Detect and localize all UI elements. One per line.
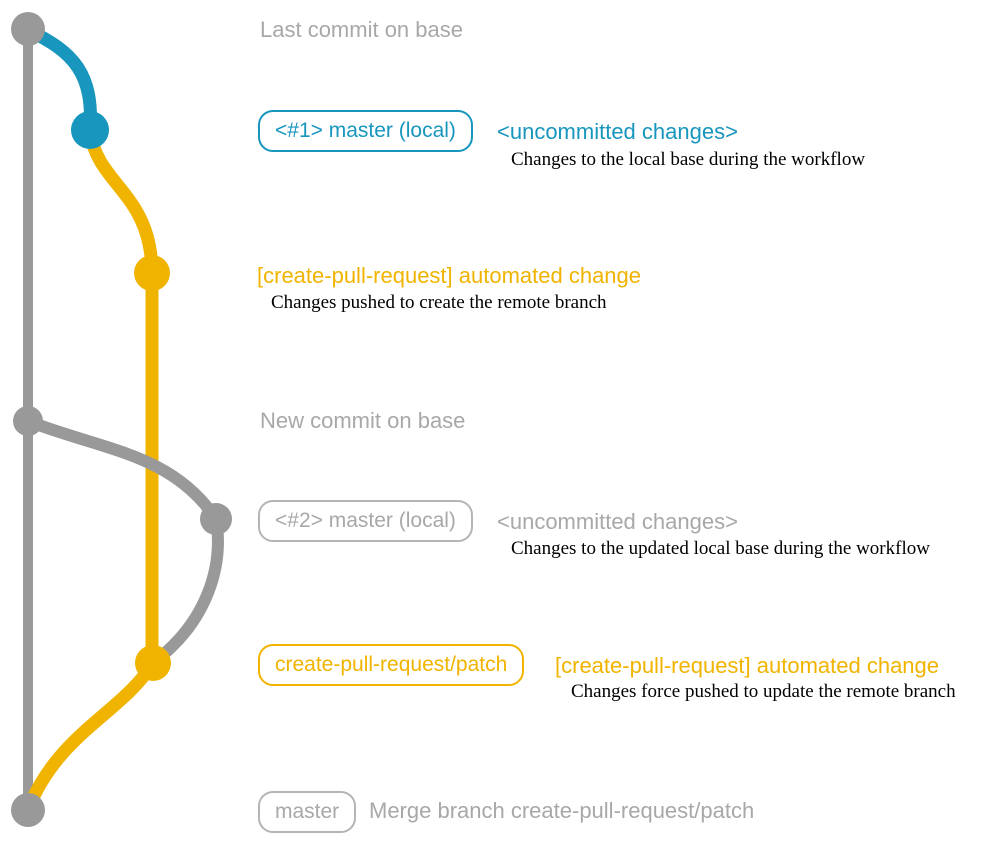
- branch-label-master-local-1: <#1> master (local): [258, 110, 473, 152]
- commit-description-automated-2: Changes force pushed to update the remot…: [571, 681, 956, 702]
- commit-dot-automated-change-2: [135, 645, 171, 681]
- commit-description-automated-1: Changes pushed to create the remote bran…: [271, 292, 607, 313]
- uncommitted-branch-curve-2: [22, 415, 222, 525]
- last-commit-heading: Last commit on base: [260, 17, 463, 42]
- branch-label-master: master: [258, 791, 357, 833]
- commit-graph: [11, 12, 232, 827]
- branch-label-master-local-2: <#2> master (local): [258, 500, 473, 542]
- commit-dot-uncommitted-1: [71, 111, 109, 149]
- commit-description-uncommitted-1: Changes to the local base during the wor…: [511, 149, 866, 170]
- commit-dot-new-commit-on-base: [13, 406, 43, 436]
- commit-dot-merge: [11, 793, 45, 827]
- branch-label-patch: create-pull-request/patch: [258, 644, 525, 686]
- commit-message-uncommitted-2: <uncommitted changes>: [497, 509, 738, 534]
- commit-dot-automated-change-1: [134, 255, 170, 291]
- commit-description-uncommitted-2: Changes to the updated local base during…: [511, 538, 930, 559]
- commit-dot-uncommitted-2: [200, 503, 232, 535]
- new-commit-heading: New commit on base: [260, 408, 466, 433]
- commit-message-automated-2: [create-pull-request] automated change: [555, 653, 940, 678]
- commit-message-automated-1: [create-pull-request] automated change: [257, 263, 642, 288]
- commit-dot-last-commit-on-base: [11, 12, 45, 46]
- commit-message-uncommitted-1: <uncommitted changes>: [497, 119, 738, 144]
- rebase-curve: [148, 513, 224, 668]
- patch-branch-curve-1: [83, 124, 159, 277]
- commit-message-merge: Merge branch create-pull-request/patch: [369, 798, 755, 823]
- merge-curve: [22, 656, 160, 814]
